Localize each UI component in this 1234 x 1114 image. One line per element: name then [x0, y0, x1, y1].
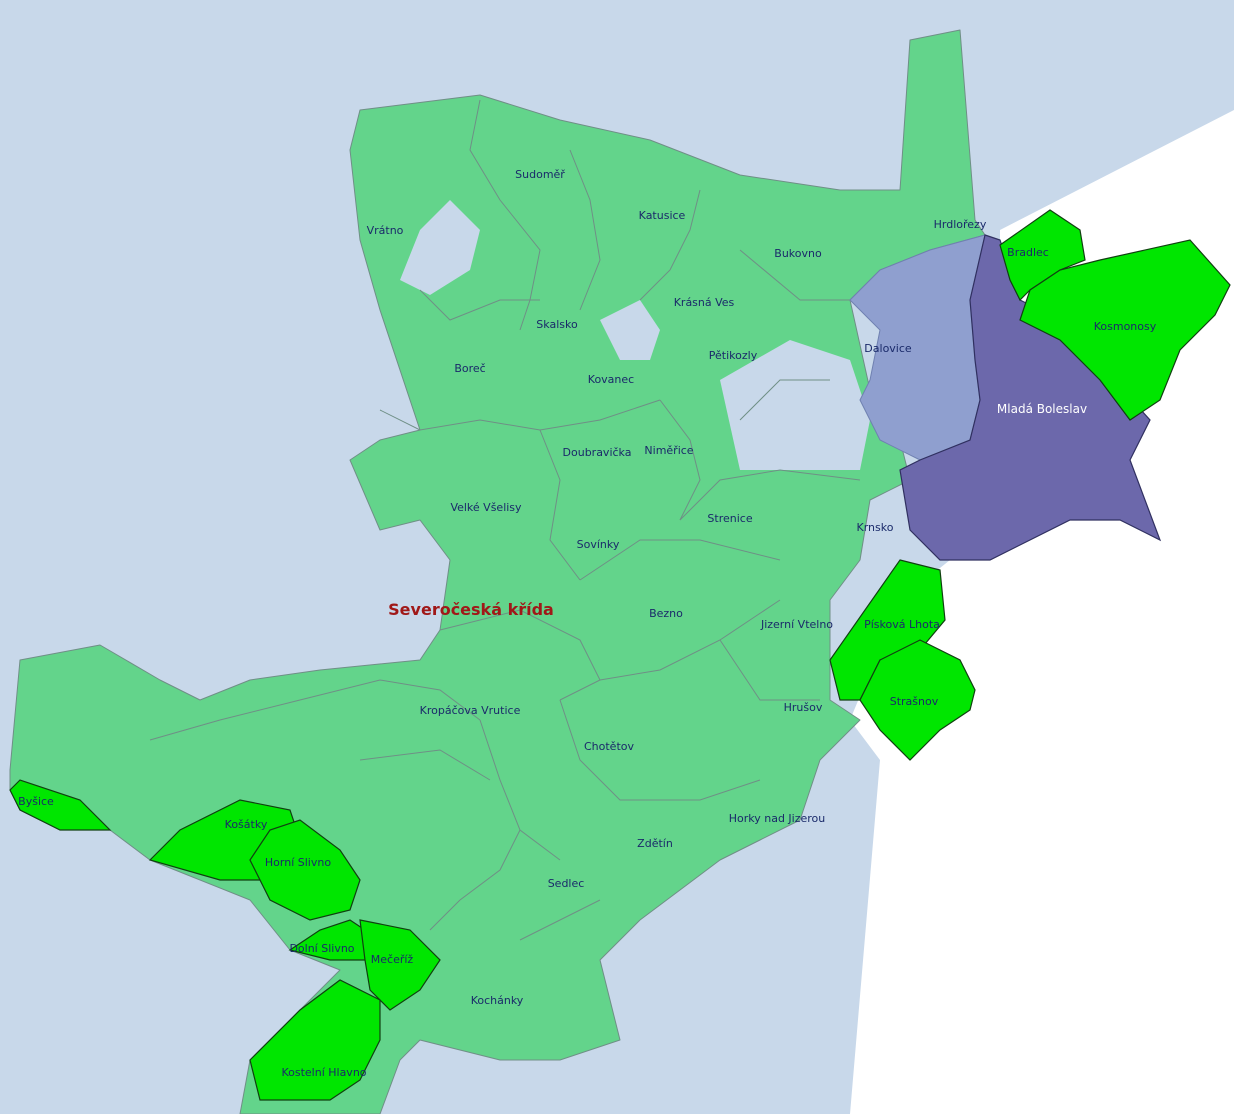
label-nimerice: Niměřice [644, 444, 693, 457]
municipality-kostelni-hlavno[interactable] [249, 979, 381, 1101]
municipality-horni-slivno[interactable] [249, 819, 361, 921]
label-doubravicka: Doubravička [563, 446, 632, 459]
municipal-boundaries [149, 99, 861, 941]
municipality-meceriz[interactable] [359, 919, 441, 1011]
label-strenice: Strenice [707, 512, 752, 525]
label-kosatky: Košátky [225, 818, 268, 831]
label-velke-vselisy: Velké Všelisy [450, 501, 522, 514]
label-kovanec: Kovanec [588, 373, 634, 386]
label-horni-slivno: Horní Slivno [265, 856, 331, 869]
label-mlada-boleslav: Mladá Boleslav [997, 402, 1087, 416]
municipality-labels: Vrátno Sudoměř Katusice Bukovno Hrdlořez… [18, 168, 1157, 1079]
label-zdetin: Zdětín [637, 837, 673, 850]
municipality-strasnov[interactable] [859, 639, 976, 761]
label-katusice: Katusice [639, 209, 686, 222]
label-vratno: Vrátno [367, 224, 404, 237]
water-hole-1 [400, 200, 480, 295]
label-krnsko: Krnsko [857, 521, 894, 534]
label-hrusov: Hrušov [784, 701, 823, 714]
municipality-bysice[interactable] [9, 779, 112, 831]
label-strasnov: Strašnov [890, 695, 939, 708]
label-horky-nad-jizerou: Horky nad Jizerou [729, 812, 826, 825]
label-kostelni-hlavno: Kostelní Hlavno [281, 1066, 366, 1079]
label-kochanky: Kochánky [471, 994, 524, 1007]
label-jizerni-vtelno: Jizerní Vtelno [760, 618, 833, 631]
label-bradlec: Bradlec [1007, 246, 1049, 259]
label-petikozly: Pětikozly [709, 349, 758, 362]
label-sedlec: Sedlec [548, 877, 585, 890]
water-hole-2 [600, 300, 660, 360]
label-piskova-lhota: Písková Lhota [864, 618, 940, 631]
label-kosmonosy: Kosmonosy [1094, 320, 1157, 333]
label-kropacova-vrutice: Kropáčova Vrutice [420, 704, 521, 717]
region-label: Severočeská křída [388, 600, 554, 619]
water-hole-3 [720, 340, 870, 470]
label-sudomer: Sudoměř [515, 168, 565, 181]
label-chotetov: Chotětov [584, 740, 635, 753]
label-sovinky: Sovínky [577, 538, 620, 551]
label-dalovice: Dalovice [864, 342, 912, 355]
label-skalsko: Skalsko [536, 318, 578, 331]
label-bezno: Bezno [649, 607, 683, 620]
label-hrdlorezy: Hrdlořezy [934, 218, 987, 231]
label-bukovno: Bukovno [774, 247, 822, 260]
municipality-kosmonosy[interactable] [1019, 239, 1231, 421]
label-meceriz: Mečeříž [371, 953, 414, 966]
label-dolni-slivno: Dolní Slivno [289, 942, 354, 955]
label-borec: Boreč [454, 362, 485, 375]
label-bysice: Byšice [18, 795, 54, 808]
label-krasna-ves: Krásná Ves [674, 296, 735, 309]
